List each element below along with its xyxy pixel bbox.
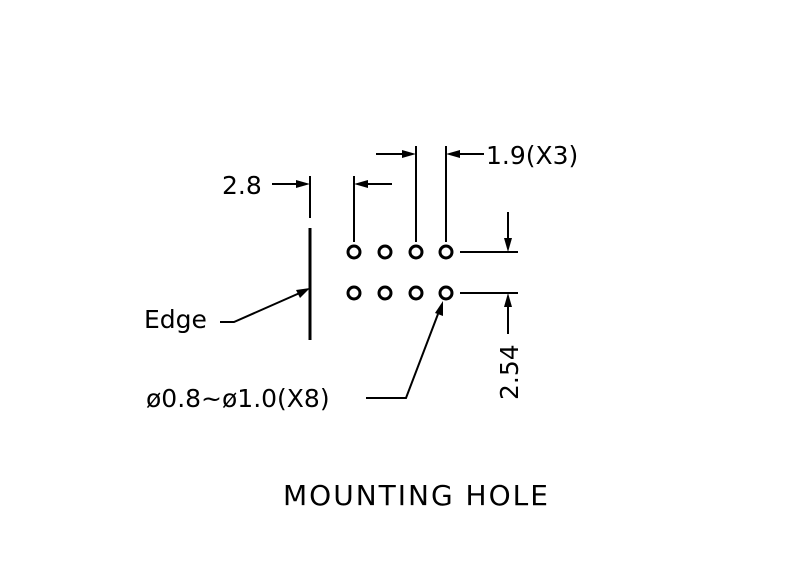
hole: [408, 285, 424, 301]
drawing-title: MOUNTING HOLE: [283, 479, 550, 512]
hole: [438, 244, 454, 260]
hole-diameter-leader: ø0.8~ø1.0(X8): [146, 301, 443, 413]
hole: [346, 285, 362, 301]
edge-label: Edge: [144, 305, 207, 334]
hole: [377, 244, 393, 260]
hole: [438, 285, 454, 301]
hole: [377, 285, 393, 301]
dimension-pitch-x: 1.9(X3): [376, 141, 578, 170]
hole: [408, 244, 424, 260]
dimension-pitch-y: 2.54: [495, 212, 524, 400]
dimension-edge-offset: 2.8: [222, 171, 392, 200]
hole: [346, 244, 362, 260]
edge-leader: Edge: [144, 288, 310, 334]
pitch-x-label: 1.9(X3): [486, 141, 578, 170]
hole-grid: [346, 244, 454, 301]
hole-diameter-label: ø0.8~ø1.0(X8): [146, 384, 330, 413]
pitch-y-label: 2.54: [495, 344, 524, 400]
edge-offset-label: 2.8: [222, 171, 262, 200]
